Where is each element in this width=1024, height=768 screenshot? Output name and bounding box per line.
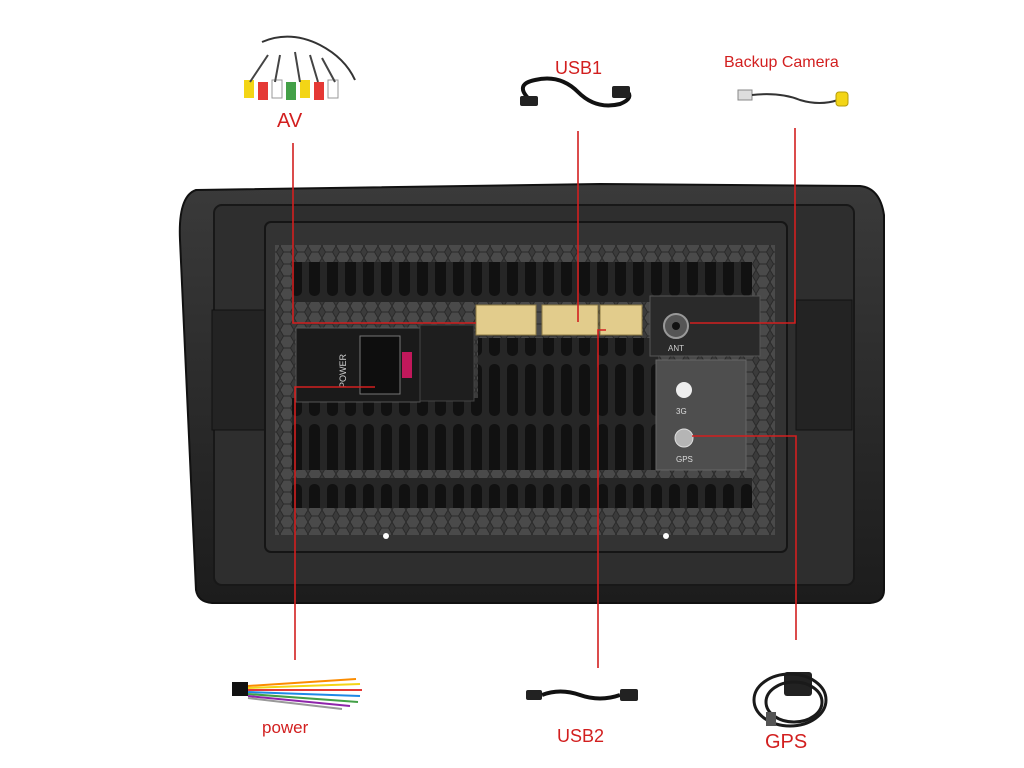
power-harness-icon <box>232 678 362 710</box>
callout-line-av <box>292 143 476 324</box>
screw-hole <box>663 533 669 539</box>
power-port-block <box>295 327 421 403</box>
port-3g <box>676 382 692 398</box>
heatsink-top <box>292 262 752 302</box>
gps-plate <box>655 359 747 471</box>
label-gps: GPS <box>765 731 808 753</box>
gps-port <box>674 428 694 448</box>
label-backup-camera: Backup Camera <box>724 54 839 71</box>
port-housing <box>419 324 475 402</box>
usb2-cable-icon <box>526 689 638 701</box>
av-harness-icon <box>244 35 356 100</box>
connector-usb2 <box>599 304 643 336</box>
mount-tab-right <box>795 299 853 431</box>
heatsink-bottom <box>292 398 662 470</box>
callout-line-backup-camera <box>690 128 796 324</box>
label-av: AV <box>277 110 303 132</box>
label-usb1: USB1 <box>555 58 603 78</box>
power-port-marking: POWER <box>338 353 348 388</box>
backup-camera-cable-icon <box>737 89 849 107</box>
antenna-port-marking: ANT <box>668 344 684 353</box>
antenna-port-center <box>672 322 680 330</box>
power-fuse <box>402 352 412 378</box>
gps-port-marking: GPS <box>676 455 693 464</box>
callout-line-power <box>294 386 375 660</box>
heatsink-middle <box>478 338 658 402</box>
heatsink-lower <box>292 478 752 508</box>
connector-usb1 <box>541 304 599 336</box>
callout-line-usb2 <box>597 329 606 668</box>
power-connector <box>359 335 401 395</box>
usb1-cable-icon <box>520 76 632 108</box>
gps-antenna-icon <box>752 672 828 728</box>
label-usb2: USB2 <box>557 726 605 746</box>
label-power: power <box>262 718 309 737</box>
callout-line-gps <box>692 435 797 640</box>
callout-lines <box>292 128 797 668</box>
connector-av <box>475 304 537 336</box>
mount-tab-left <box>211 309 269 431</box>
screw-hole <box>383 533 389 539</box>
port-3g-marking: 3G <box>676 407 687 416</box>
